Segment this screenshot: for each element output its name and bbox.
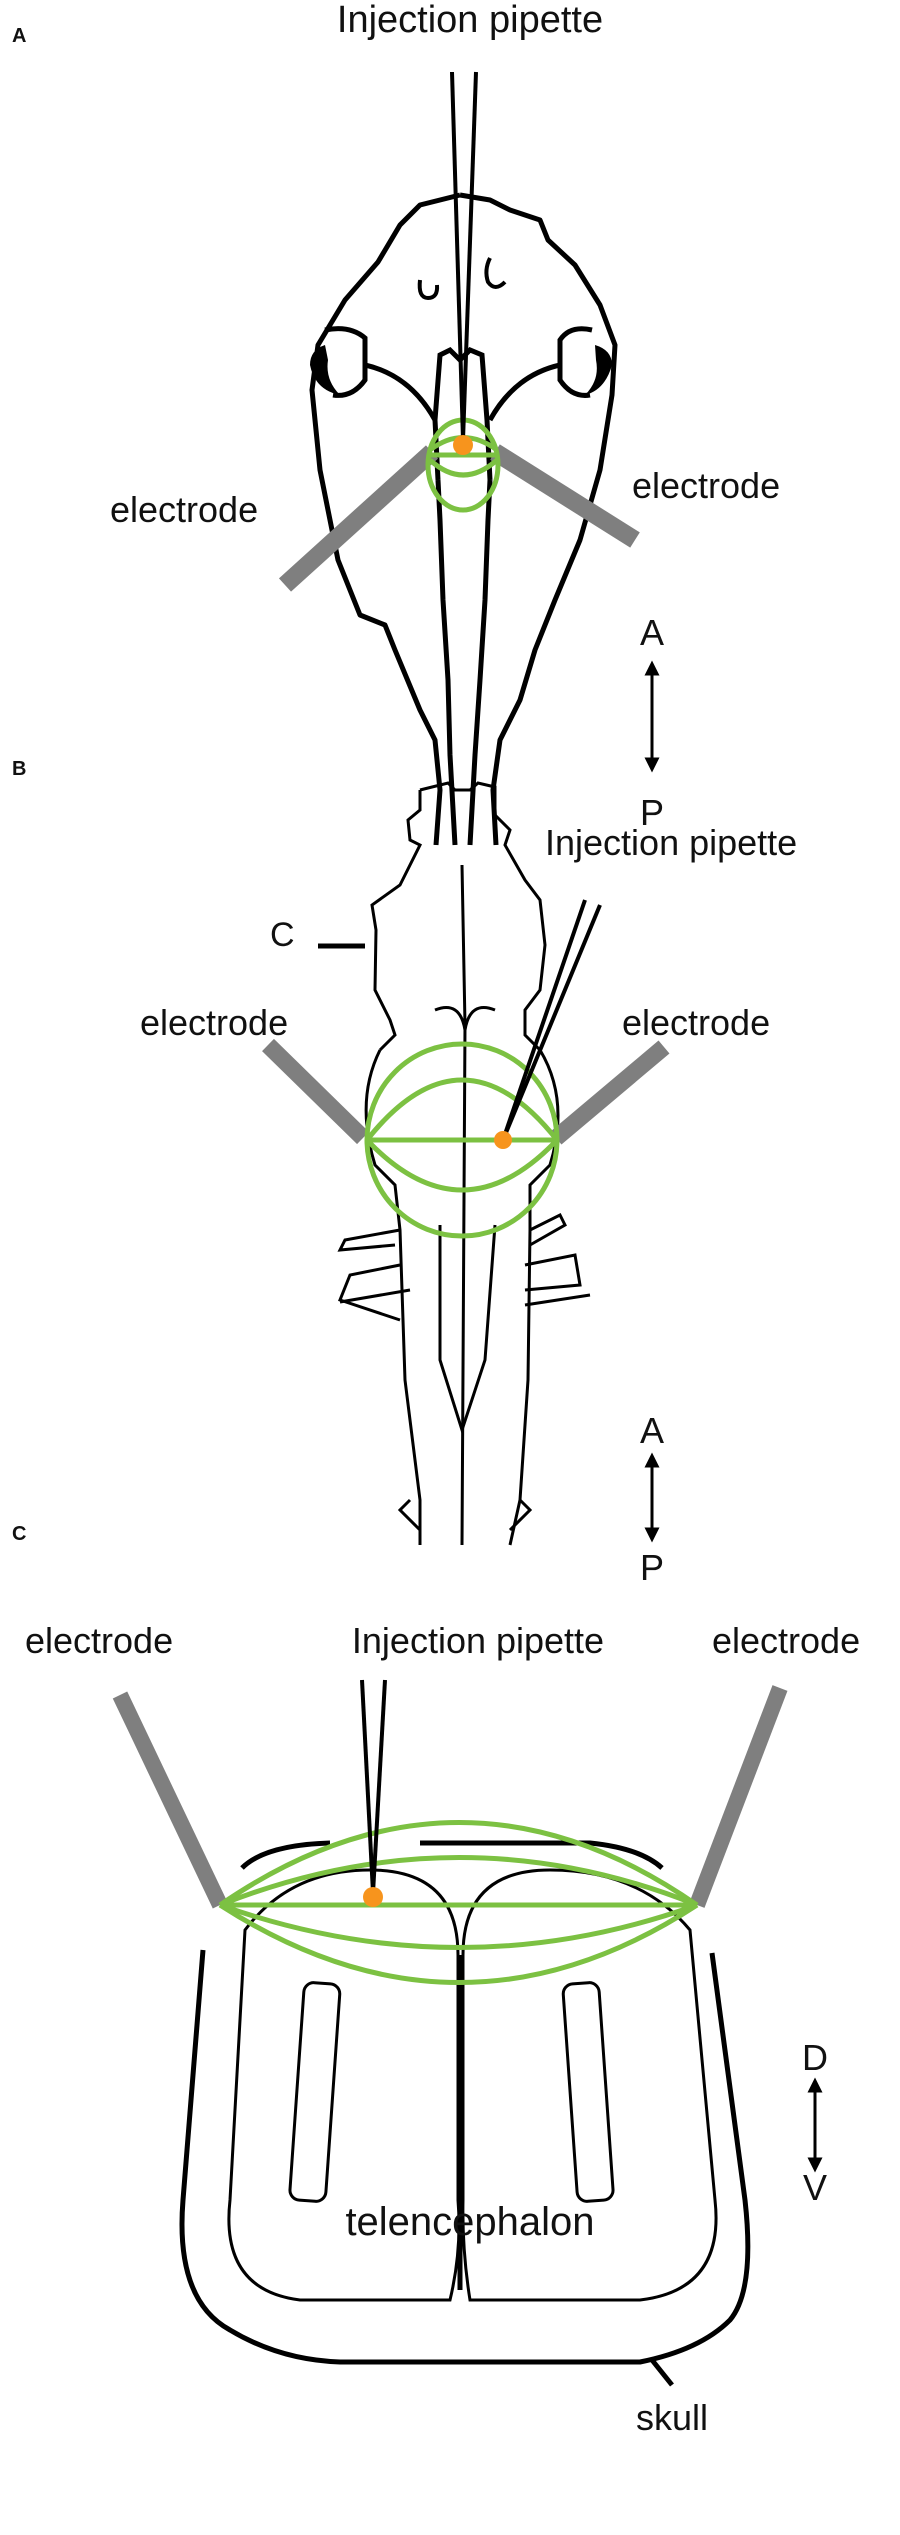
panel-a-eye-left-outline bbox=[324, 326, 368, 398]
panel-a-pipette bbox=[450, 71, 478, 441]
panel-a-neural-tube-left bbox=[435, 479, 458, 846]
panel-c-label: C bbox=[12, 1523, 26, 1545]
panel-c-skull bbox=[179, 1949, 751, 2365]
panel-b-electrode-left-label: electrode bbox=[140, 1002, 288, 1043]
panel-a-optic-left bbox=[364, 362, 438, 422]
panel-b-field-lines bbox=[364, 1041, 560, 1239]
panel-b-cranial-nerves bbox=[337, 1212, 591, 1532]
panel-c-axis-bottom: V bbox=[803, 2167, 827, 2208]
panel-a-eye-right-outline bbox=[557, 326, 593, 398]
panel-c-axis-top: D bbox=[802, 2037, 828, 2078]
panel-b-axis-bottom: P bbox=[640, 1547, 664, 1588]
panel-b-hemisphere-split bbox=[434, 1006, 496, 1031]
panel-a-nostril-right bbox=[484, 257, 507, 289]
panel-a-neural-tube-right bbox=[467, 479, 493, 846]
panel-a-injection-site bbox=[453, 435, 473, 455]
panel-b-pipette bbox=[501, 899, 602, 1141]
panel-c-electrode-left bbox=[112, 1691, 228, 1909]
panel-a-pipette-label: Injection pipette bbox=[337, 0, 603, 41]
panel-b-label: B bbox=[12, 758, 26, 780]
panel-b-axis-top: A bbox=[640, 1410, 664, 1451]
panel-a-nostril-left bbox=[417, 279, 440, 301]
panel-a-electrode-right-label: electrode bbox=[632, 465, 780, 506]
panel-c-ventricle-right bbox=[561, 1981, 615, 2203]
panel-a-axis-bottom: P bbox=[640, 792, 664, 833]
panel-c-electrode-left-label: electrode bbox=[25, 1620, 173, 1661]
panel-b-electrode-right-label: electrode bbox=[622, 1002, 770, 1043]
panel-c-injection-site bbox=[363, 1887, 383, 1907]
panel-a-label: A bbox=[12, 25, 26, 47]
panel-b-pipette-label: Injection pipette bbox=[545, 822, 797, 863]
panel-a-eye-left bbox=[310, 345, 340, 395]
panel-a-electrode-left bbox=[278, 445, 439, 592]
panel-c-electrode-right-label: electrode bbox=[712, 1620, 860, 1661]
panel-b: B Injection pipette C bbox=[12, 758, 797, 1588]
panel-c-hemisphere-right bbox=[461, 1868, 718, 2302]
panel-a-axis-top: A bbox=[640, 612, 664, 653]
panel-a-optic-right bbox=[487, 362, 561, 422]
panel-b-forebrain-outline bbox=[419, 781, 547, 1052]
panel-a-head-outline-right bbox=[459, 192, 618, 846]
panel-b-midline bbox=[460, 864, 467, 1546]
panel-b-section-marker: C bbox=[270, 916, 295, 954]
panel-b-electrode-right bbox=[550, 1040, 670, 1145]
panel-b-forebrain-outline-left bbox=[370, 790, 423, 1052]
panel-c-ventricle-left bbox=[288, 1981, 342, 2203]
panel-c: C electrode Injection pipette electrode bbox=[12, 1523, 860, 2438]
panel-c-pipette-label: Injection pipette bbox=[352, 1620, 604, 1661]
panel-c-field-lines bbox=[218, 1820, 699, 1985]
panel-b-electrode-left bbox=[262, 1038, 369, 1145]
panel-c-hemisphere-left bbox=[227, 1868, 461, 2302]
panel-c-skull-top-right bbox=[420, 1840, 664, 1870]
panel-a-electrode-left-label: electrode bbox=[110, 489, 258, 530]
panel-c-pipette bbox=[360, 1679, 387, 1894]
panel-a-head-outline bbox=[309, 192, 461, 846]
panel-a-eye-right bbox=[585, 345, 612, 395]
panel-c-skull-label: skull bbox=[636, 2397, 708, 2438]
panel-b-hindbrain-y bbox=[438, 1224, 497, 1435]
panel-b-midbrain-outline-right bbox=[508, 1049, 560, 1546]
panel-a: A Injection pipette bbox=[12, 0, 780, 846]
panel-b-injection-site bbox=[494, 1131, 512, 1149]
panel-c-electrode-right bbox=[689, 1685, 788, 1908]
panel-c-skull-pointer bbox=[650, 2358, 674, 2387]
panel-a-electrode-right bbox=[490, 444, 640, 548]
panel-c-skull-top-left bbox=[240, 1840, 331, 1870]
panel-c-tissue-label: telencephalon bbox=[345, 2200, 594, 2244]
